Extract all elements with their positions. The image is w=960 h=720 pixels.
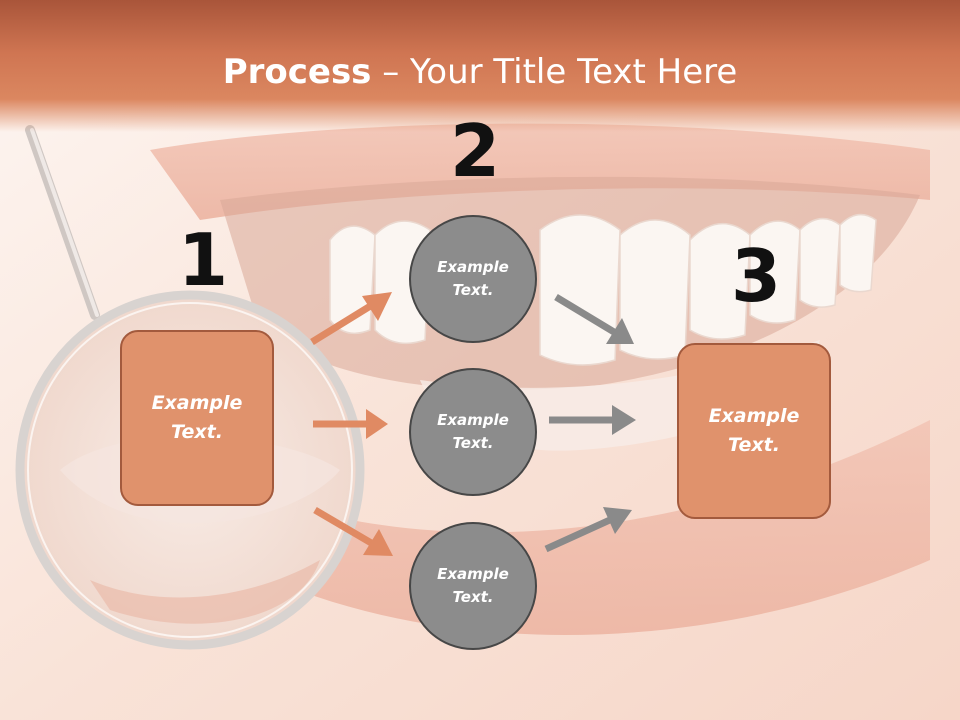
step-3-text: Example Text.: [708, 405, 800, 456]
arrow-1-to-2a: [310, 292, 392, 345]
title-bar: [0, 0, 960, 132]
step-2-circle-3-text: Example Text.: [437, 565, 509, 606]
step-2-circle-2-text: Example Text.: [437, 411, 509, 452]
step-2-circle-3[interactable]: Example Text.: [409, 522, 537, 650]
step-2-circle-2[interactable]: Example Text.: [409, 368, 537, 496]
arrow-2b-to-3: [549, 405, 636, 435]
title-rest: – Your Title Text Here: [371, 52, 738, 92]
step-2-circle-1[interactable]: Example Text.: [409, 215, 537, 343]
step-number-3: 3: [731, 234, 782, 318]
arrow-1-to-2c: [313, 506, 393, 556]
step-2-circle-1-text: Example Text.: [437, 258, 509, 299]
step-number-2: 2: [450, 109, 501, 193]
arrow-2c-to-3: [544, 507, 632, 553]
title-bold: Process: [222, 52, 372, 92]
step-3-box[interactable]: Example Text.: [677, 343, 831, 519]
step-1-text: Example Text.: [151, 392, 243, 443]
step-1-box[interactable]: Example Text.: [120, 330, 274, 506]
slide-title: Process – Your Title Text Here: [0, 52, 960, 92]
step-number-1: 1: [178, 218, 229, 302]
arrow-1-to-2b: [313, 409, 388, 439]
arrow-2a-to-3: [554, 294, 634, 344]
